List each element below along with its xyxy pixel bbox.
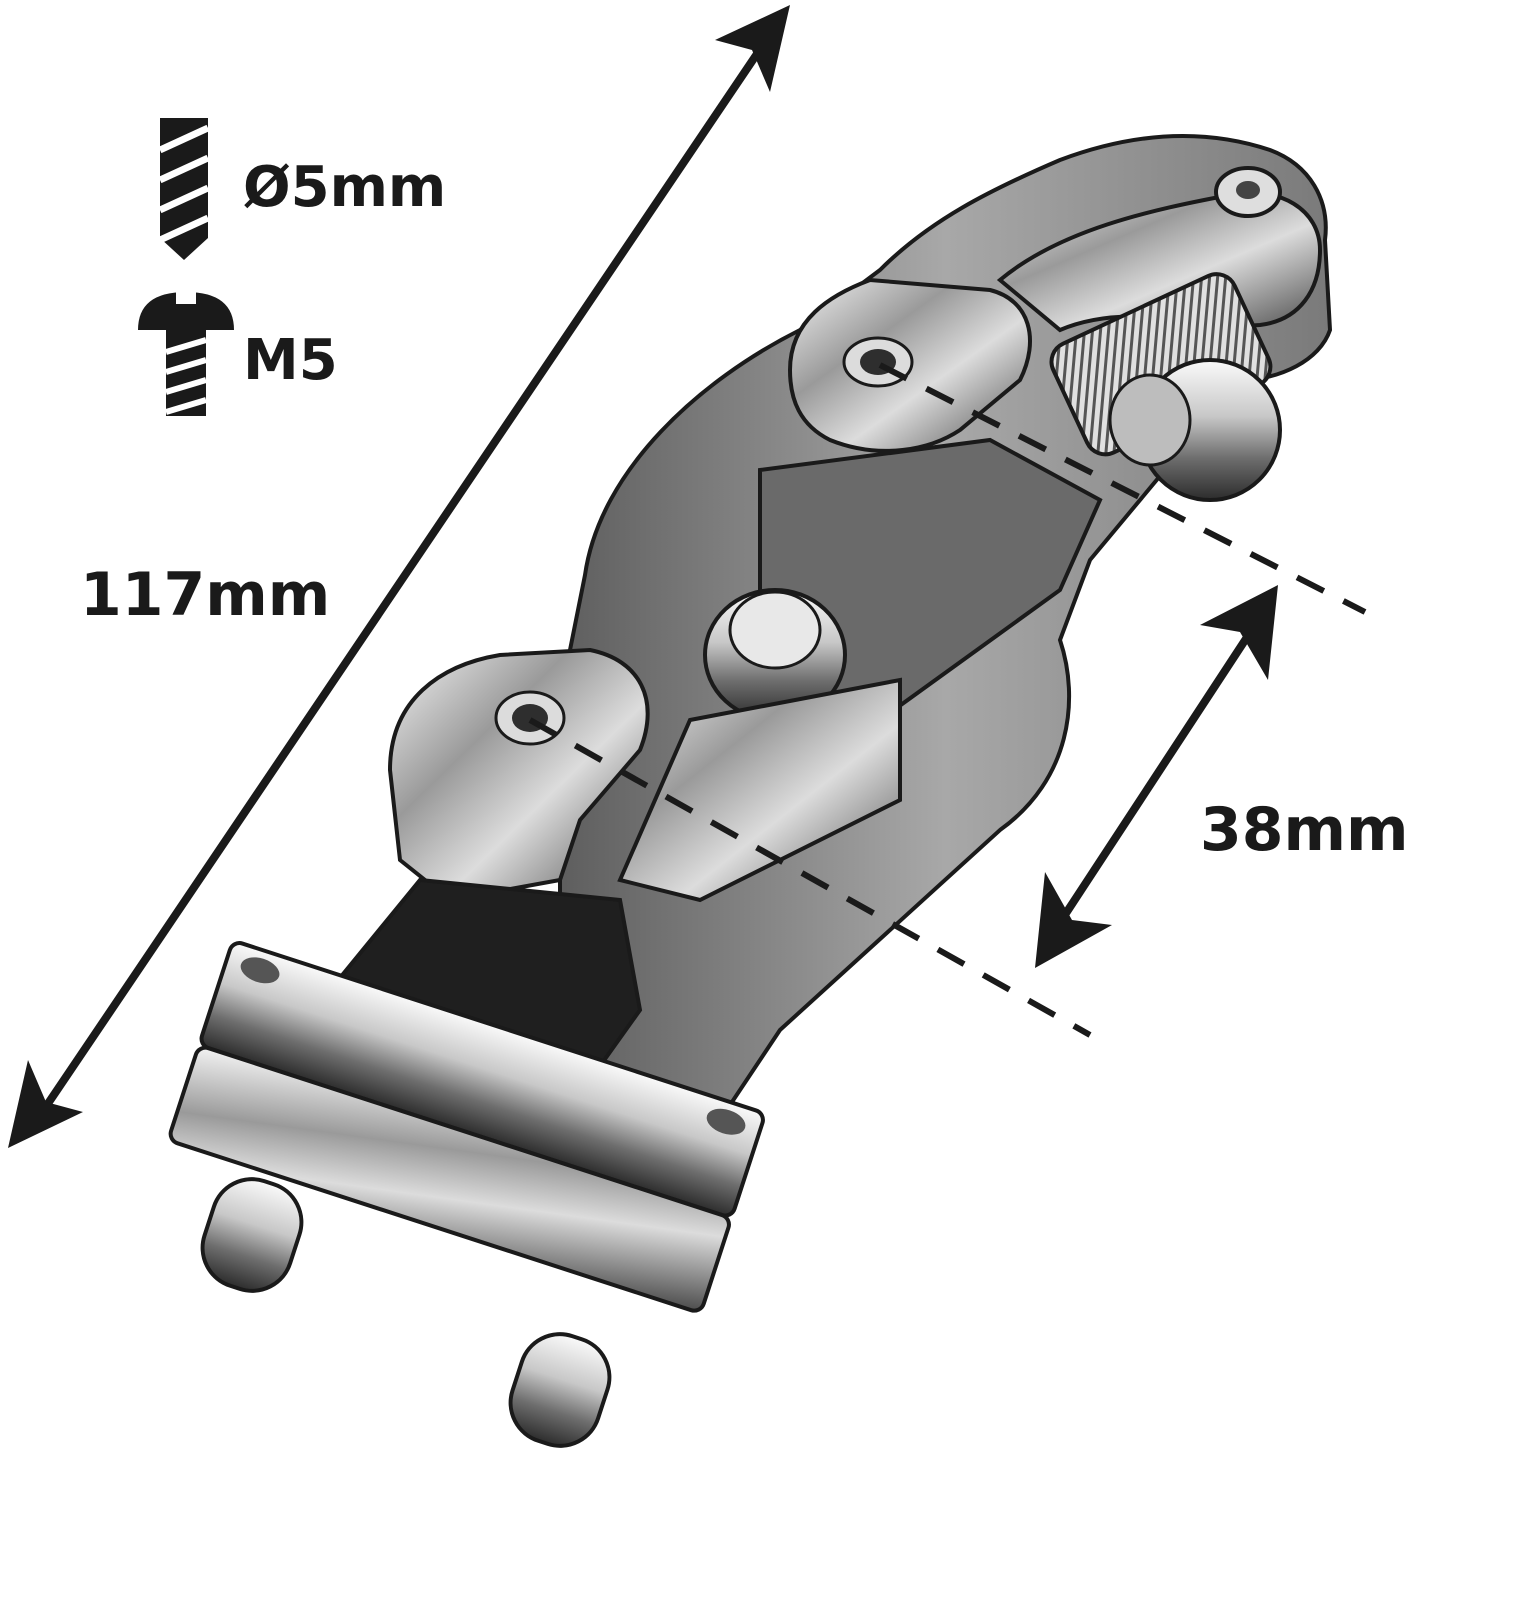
length-dimension-arrow (8, 5, 790, 1148)
clamp-illustration (168, 134, 1333, 1448)
hole-spacing-label: 38mm (1200, 795, 1409, 865)
screw-size-label: M5 (243, 328, 338, 393)
drill-bit-icon (158, 118, 210, 260)
drill-diameter-label: Ø5mm (243, 155, 447, 220)
screw-icon (138, 290, 234, 416)
hole-centerlines (528, 362, 1367, 1038)
spacing-dimension-arrow (1035, 585, 1278, 968)
overall-length-label: 117mm (80, 560, 331, 630)
